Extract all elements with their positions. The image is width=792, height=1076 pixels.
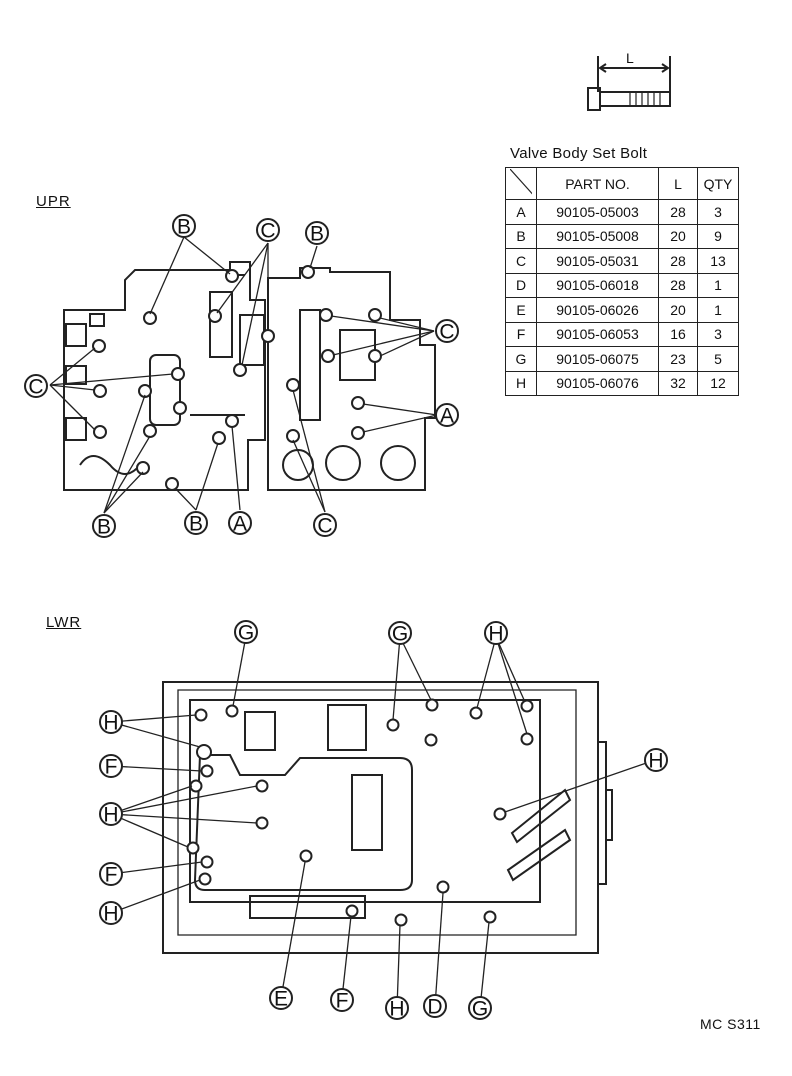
- callout-label: G: [238, 622, 254, 645]
- table-header-row: PART NO. L QTY: [505, 167, 739, 200]
- callout-label: H: [103, 903, 118, 926]
- table-cell: 20: [658, 297, 698, 323]
- table-cell: 9: [697, 223, 739, 249]
- table-cell: 90105-06026: [536, 297, 659, 323]
- callout-circles: [24, 214, 668, 1020]
- table-cell: 90105-06075: [536, 346, 659, 372]
- upper-valve-body: [63, 261, 436, 491]
- callout-label: H: [103, 712, 118, 735]
- table-cell: 90105-06076: [536, 370, 659, 396]
- callout-label: B: [310, 223, 324, 246]
- table-cell: A: [505, 199, 537, 225]
- table-title: Valve Body Set Bolt: [510, 145, 648, 162]
- table-cell: 1: [697, 272, 739, 298]
- callout-label: D: [427, 996, 442, 1019]
- lower-valve-body: [162, 681, 613, 954]
- table-cell: 3: [697, 199, 739, 225]
- callout-label: C: [260, 220, 275, 243]
- callout-label: C: [439, 321, 454, 344]
- callout-label: A: [233, 513, 247, 536]
- lower-callout-labels: G G H H F H H F H E F H D G: [103, 622, 663, 1021]
- callout-label: F: [336, 990, 349, 1013]
- table-cell: 90105-05031: [536, 248, 659, 274]
- table-cell: 90105-05008: [536, 223, 659, 249]
- table-cell: 13: [697, 248, 739, 274]
- upper-leader-lines: [49, 236, 438, 514]
- bolt-icon: [587, 56, 671, 111]
- callout-label: G: [472, 998, 488, 1021]
- callout-label: C: [28, 376, 43, 399]
- callout-label: F: [105, 756, 118, 779]
- table-header: PART NO.: [536, 167, 659, 200]
- callout-label: B: [177, 216, 191, 239]
- table-cell: 20: [658, 223, 698, 249]
- section-label-lower: LWR: [46, 614, 82, 631]
- table-cell: 16: [658, 321, 698, 347]
- table-header: QTY: [697, 167, 739, 200]
- table-header: L: [658, 167, 698, 200]
- callout-label: H: [389, 998, 404, 1021]
- table-cell: 28: [658, 199, 698, 225]
- lower-bolt-holes: [186, 698, 534, 927]
- callout-label: H: [103, 804, 118, 827]
- table-cell: 90105-06053: [536, 321, 659, 347]
- upper-bolt-holes: [92, 265, 382, 491]
- figure-code: MC S311: [700, 1016, 761, 1032]
- table-cell: 90105-05003: [536, 199, 659, 225]
- table-cell: 32: [658, 370, 698, 396]
- table-cell: 90105-06018: [536, 272, 659, 298]
- bolt-length-label: L: [626, 50, 634, 66]
- table-cell: G: [505, 346, 537, 372]
- table-cell: 28: [658, 248, 698, 274]
- table-cell: 23: [658, 346, 698, 372]
- callout-label: G: [392, 623, 408, 646]
- callout-label: H: [488, 623, 503, 646]
- callout-label: C: [317, 515, 332, 538]
- upper-callout-labels: B C B C C A B B A C: [28, 216, 454, 539]
- table-cell: E: [505, 297, 537, 323]
- callout-label: B: [189, 513, 203, 536]
- callout-label: A: [440, 405, 454, 428]
- callout-label: B: [97, 516, 111, 539]
- callout-label: F: [105, 864, 118, 887]
- table-cell: 12: [697, 370, 739, 396]
- table-header-corner: [505, 167, 537, 200]
- callout-label: E: [274, 988, 288, 1011]
- table-cell: B: [505, 223, 537, 249]
- table-cell: F: [505, 321, 537, 347]
- table-cell: H: [505, 370, 537, 396]
- table-cell: 1: [697, 297, 739, 323]
- table-cell: D: [505, 272, 537, 298]
- table-cell: C: [505, 248, 537, 274]
- callout-label: H: [648, 750, 663, 773]
- table-cell: 3: [697, 321, 739, 347]
- diagonal-slash-icon: [510, 169, 532, 195]
- section-label-upper: UPR: [36, 193, 71, 210]
- lower-leader-lines: [110, 635, 656, 1009]
- table-cell: 5: [697, 346, 739, 372]
- table-cell: 28: [658, 272, 698, 298]
